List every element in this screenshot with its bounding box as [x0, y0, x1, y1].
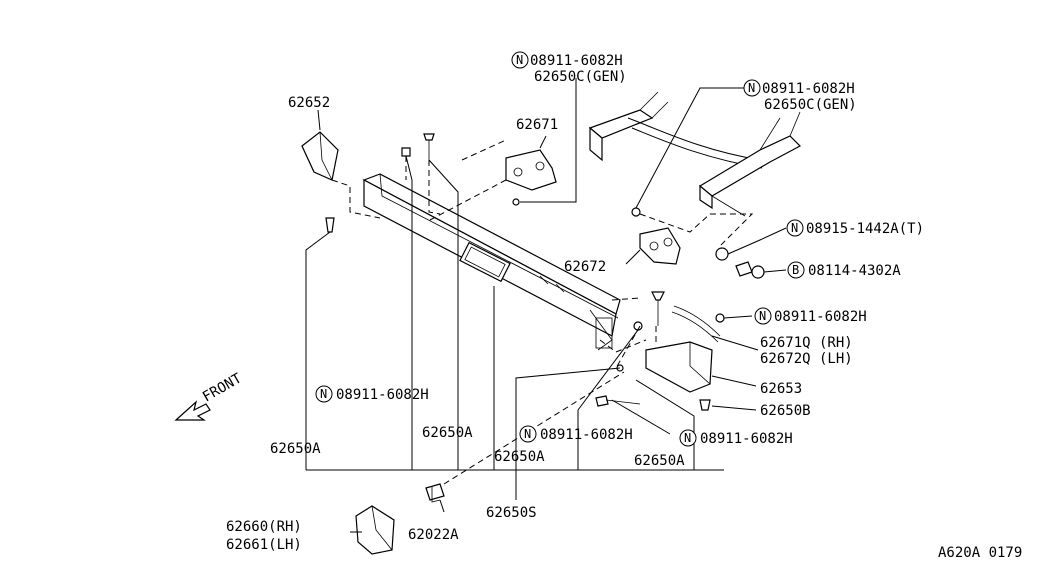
n-badge-icon: N: [511, 51, 529, 69]
bracket-62672: [639, 227, 681, 265]
label-08911-mid-left: 08911-6082H: [336, 387, 429, 403]
label-62652: 62652: [288, 95, 330, 111]
label-62022A: 62022A: [408, 527, 459, 543]
figure-code: A620A 0179: [938, 545, 1022, 561]
end-cap-62652: [301, 131, 339, 181]
label-62650A-4: 62650A: [634, 453, 685, 469]
b-badge-icon: B: [787, 261, 805, 279]
n-badge-icon: N: [519, 425, 537, 443]
n-badge-icon: N: [754, 307, 772, 325]
label-08911-top-b: 08911-6082H: [762, 81, 855, 97]
leader-lines: [305, 78, 787, 533]
svg-text:N: N: [791, 221, 798, 235]
label-62650B: 62650B: [760, 403, 811, 419]
label-08911-top-a: 08911-6082H: [530, 53, 623, 69]
callout-labels: 62652 N 08911-6082H 62650C(GEN) 62671 N …: [226, 51, 924, 553]
svg-text:N: N: [516, 53, 523, 67]
label-08911-mid-center: 08911-6082H: [540, 427, 633, 443]
svg-text:N: N: [524, 427, 531, 441]
svg-text:N: N: [759, 309, 766, 323]
label-62650A-1: 62650A: [270, 441, 321, 457]
bracket-62671: [505, 149, 557, 191]
front-cap-62660: [355, 505, 395, 555]
label-62672: 62672: [564, 259, 606, 275]
front-arrow-icon: FRONT: [174, 370, 245, 421]
label-62650A-2: 62650A: [422, 425, 473, 441]
label-62650C-a: 62650C(GEN): [534, 69, 627, 85]
n-badge-icon: N: [786, 219, 804, 237]
label-62650C-b: 62650C(GEN): [764, 97, 857, 113]
label-62672Q: 62672Q (LH): [760, 351, 853, 367]
bumper-beam: [362, 173, 621, 351]
svg-text:N: N: [684, 431, 691, 445]
label-08911-mid-right: 08911-6082H: [700, 431, 793, 447]
n-badge-icon: N: [315, 385, 333, 403]
label-08915: 08915-1442A(T): [806, 221, 924, 237]
label-62650S: 62650S: [486, 505, 537, 521]
label-62671: 62671: [516, 117, 558, 133]
front-label: FRONT: [200, 370, 245, 405]
label-62653: 62653: [760, 381, 802, 397]
label-62650A-3: 62650A: [494, 449, 545, 465]
frame-rails: [588, 91, 801, 217]
svg-text:N: N: [748, 81, 755, 95]
svg-text:N: N: [320, 387, 327, 401]
label-62671Q: 62671Q (RH): [760, 335, 853, 351]
end-cap-62653: [645, 341, 713, 393]
label-08114: 08114-4302A: [808, 263, 901, 279]
n-badge-icon: N: [743, 79, 761, 97]
label-62661: 62661(LH): [226, 537, 302, 553]
n-badge-icon: N: [679, 429, 697, 447]
label-62660: 62660(RH): [226, 519, 302, 535]
label-08911-right: 08911-6082H: [774, 309, 867, 325]
svg-text:B: B: [792, 263, 799, 277]
